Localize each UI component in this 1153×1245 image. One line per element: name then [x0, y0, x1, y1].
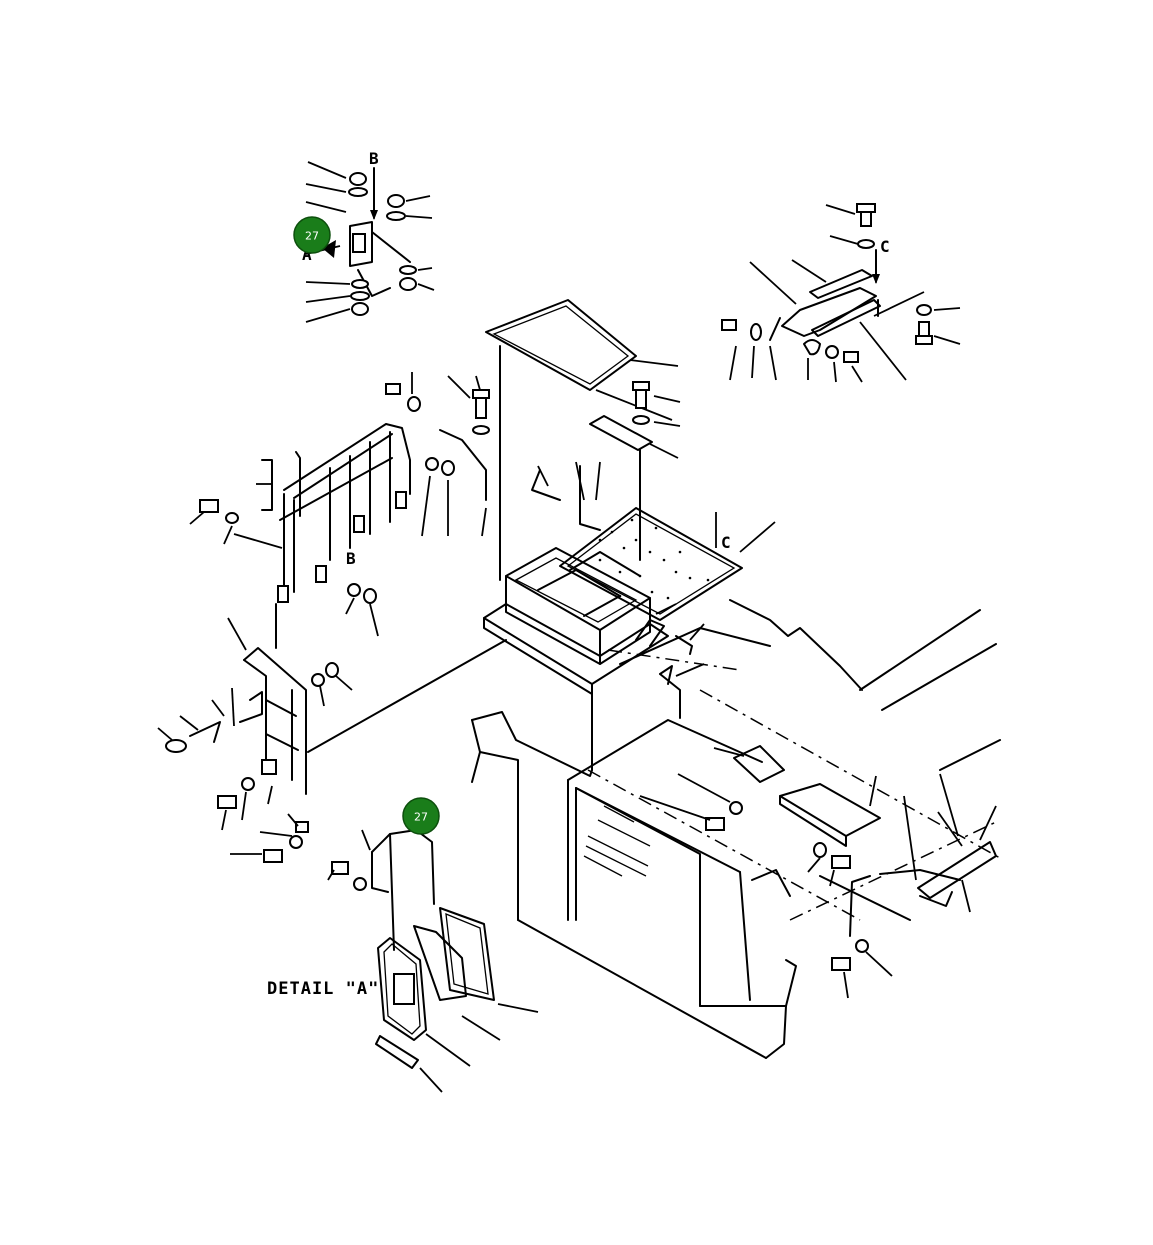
detail-a-mirror-assembly	[327, 829, 539, 1093]
battery-box-panel	[483, 461, 776, 771]
machine-body	[307, 599, 1001, 1059]
ref-label-c-panel: C	[721, 533, 731, 552]
ref-label-b-top: B	[369, 149, 379, 168]
ladder-assembly	[157, 603, 353, 863]
top-right-bracket-assembly	[721, 203, 961, 383]
ref-label-c-right: C	[880, 237, 890, 256]
callout-hotspot-detail-a[interactable]: 27	[402, 797, 440, 835]
top-left-hardware-stack	[305, 161, 435, 323]
handrail-assembly	[189, 372, 490, 637]
detail-a-label: DETAIL "A"	[267, 979, 379, 999]
reference-labels: B B C C A DETAIL "A"	[267, 149, 890, 999]
callout-number: 27	[305, 230, 319, 243]
ref-label-a: A	[302, 245, 312, 264]
ref-label-b-mid: B	[346, 549, 356, 568]
cover-plate	[485, 299, 681, 581]
callout-number: 27	[414, 811, 428, 824]
callout-hotspot-top[interactable]: 27	[293, 216, 331, 254]
